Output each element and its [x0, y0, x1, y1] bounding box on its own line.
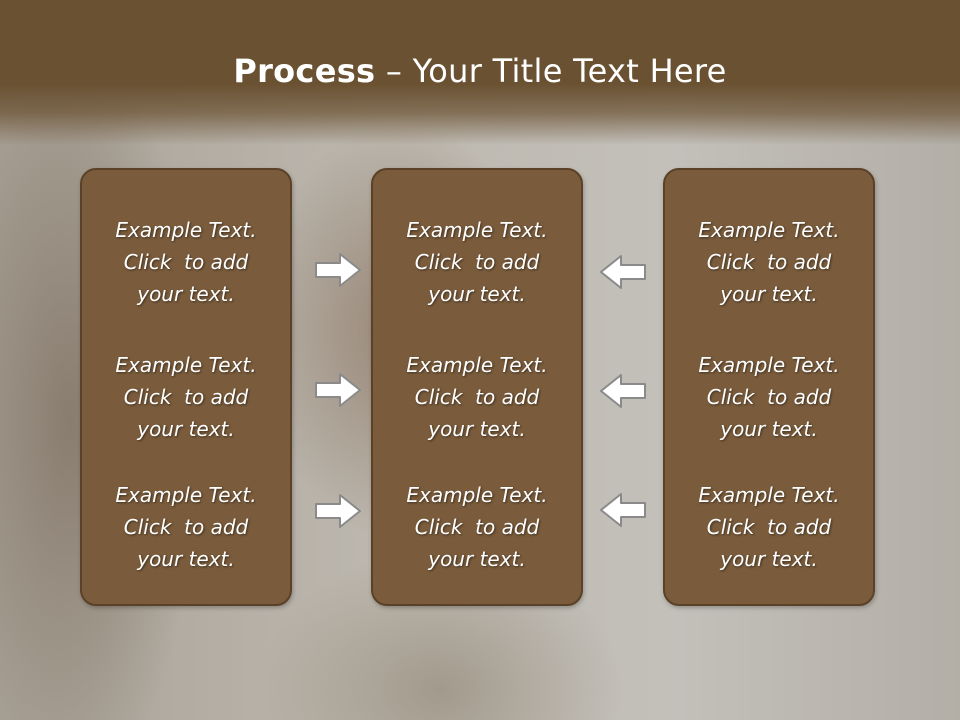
text-block[interactable]: Example Text. Click to add your text.: [373, 349, 581, 445]
text-line: your text.: [137, 417, 235, 441]
text-line: Example Text.: [698, 483, 840, 507]
text-line: Click to add: [414, 250, 540, 274]
text-line: Click to add: [123, 385, 249, 409]
text-line: Click to add: [123, 250, 249, 274]
text-block[interactable]: Example Text. Click to add your text.: [665, 214, 873, 310]
text-line: Example Text.: [115, 353, 257, 377]
text-line: Example Text.: [698, 218, 840, 242]
text-block[interactable]: Example Text. Click to add your text.: [665, 479, 873, 575]
text-line: Click to add: [414, 385, 540, 409]
text-line: your text.: [428, 547, 526, 571]
arrow-left-icon: [600, 374, 646, 408]
text-line: your text.: [720, 282, 818, 306]
text-line: your text.: [720, 417, 818, 441]
text-block[interactable]: Example Text. Click to add your text.: [82, 214, 290, 310]
text-line: Example Text.: [698, 353, 840, 377]
text-line: Example Text.: [115, 218, 257, 242]
arrow-left-icon: [600, 255, 646, 289]
text-line: your text.: [137, 547, 235, 571]
text-line: Click to add: [414, 515, 540, 539]
text-block[interactable]: Example Text. Click to add your text.: [665, 349, 873, 445]
arrow-right-icon: [315, 494, 361, 528]
text-block[interactable]: Example Text. Click to add your text.: [373, 214, 581, 310]
text-line: your text.: [137, 282, 235, 306]
title-bar: [0, 0, 960, 145]
title-rest: – Your Title Text Here: [375, 52, 727, 90]
title-bold: Process: [233, 52, 376, 90]
center-panel[interactable]: Example Text. Click to add your text. Ex…: [371, 168, 583, 606]
text-line: Example Text.: [406, 353, 548, 377]
right-panel[interactable]: Example Text. Click to add your text. Ex…: [663, 168, 875, 606]
text-line: your text.: [428, 417, 526, 441]
text-block[interactable]: Example Text. Click to add your text.: [82, 349, 290, 445]
text-line: Click to add: [706, 385, 832, 409]
slide-title[interactable]: Process – Your Title Text Here: [0, 52, 960, 90]
text-line: Example Text.: [406, 218, 548, 242]
text-line: your text.: [428, 282, 526, 306]
text-block[interactable]: Example Text. Click to add your text.: [373, 479, 581, 575]
arrow-right-icon: [315, 253, 361, 287]
text-line: Example Text.: [406, 483, 548, 507]
arrow-left-icon: [600, 493, 646, 527]
text-line: Example Text.: [115, 483, 257, 507]
text-block[interactable]: Example Text. Click to add your text.: [82, 479, 290, 575]
text-line: your text.: [720, 547, 818, 571]
left-panel[interactable]: Example Text. Click to add your text. Ex…: [80, 168, 292, 606]
text-line: Click to add: [706, 250, 832, 274]
arrow-right-icon: [315, 373, 361, 407]
text-line: Click to add: [706, 515, 832, 539]
text-line: Click to add: [123, 515, 249, 539]
